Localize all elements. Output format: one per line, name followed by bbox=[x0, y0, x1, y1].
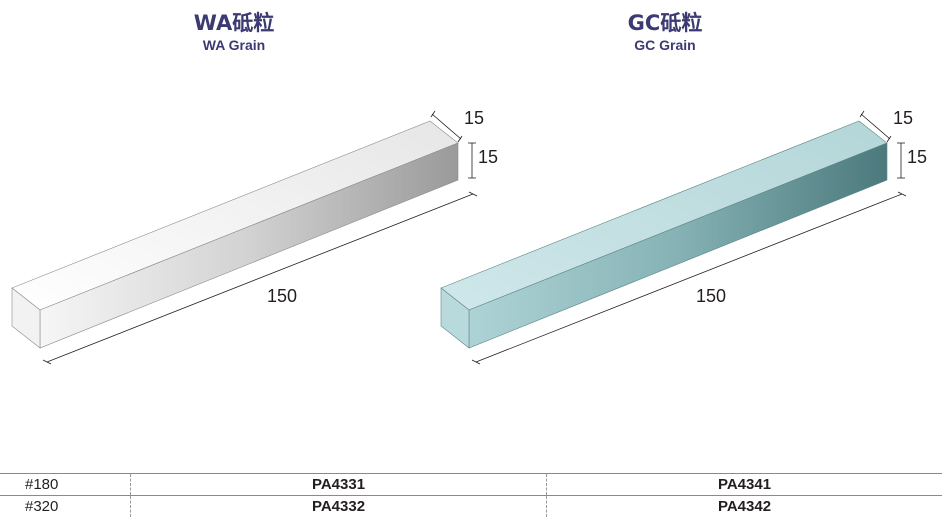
wa-title-jp: WA砥粒 bbox=[193, 11, 275, 35]
table-row: #320 PA4332 PA4342 bbox=[0, 495, 942, 517]
wa-bar bbox=[11, 120, 459, 349]
gc-bar bbox=[440, 120, 888, 349]
wa-bar-top-face bbox=[11, 120, 459, 311]
gc-bar-end-face bbox=[440, 287, 470, 349]
wa-title-en: WA Grain bbox=[202, 37, 266, 53]
gc-bar-top-face bbox=[440, 120, 888, 311]
wa-dimension-lines bbox=[42, 110, 478, 365]
product-illustration: 15 15 150 15 15 150 bbox=[11, 108, 927, 365]
wa-code-cell: PA4331 bbox=[130, 473, 547, 496]
wa-heading: WA砥粒 WA Grain bbox=[149, 11, 319, 54]
gc-dimension-lines bbox=[471, 110, 907, 365]
product-code-table: #180 PA4331 PA4341 #320 PA4332 PA4342 bbox=[0, 473, 942, 517]
table-row: #180 PA4331 PA4341 bbox=[0, 473, 942, 496]
gc-code-cell: PA4342 bbox=[717, 498, 772, 515]
gc-dim-width: 15 bbox=[893, 108, 913, 128]
gc-heading: GC砥粒 GC Grain bbox=[580, 11, 750, 54]
gc-bar-long-face bbox=[468, 142, 888, 349]
wa-dim-width: 15 bbox=[464, 108, 484, 128]
wa-code-cell: PA4332 bbox=[130, 495, 547, 517]
wa-dim-length: 150 bbox=[267, 286, 297, 306]
gc-title-jp: GC砥粒 bbox=[627, 11, 703, 35]
wa-dim-height: 15 bbox=[478, 147, 498, 167]
wa-bar-end-face bbox=[11, 287, 41, 349]
wa-bar-long-face bbox=[39, 142, 459, 349]
grit-cell: #320 bbox=[0, 495, 131, 517]
gc-title-en: GC Grain bbox=[634, 37, 696, 53]
gc-code-cell: PA4341 bbox=[717, 476, 772, 493]
grit-cell: #180 bbox=[0, 473, 131, 496]
gc-dim-height: 15 bbox=[907, 147, 927, 167]
gc-dim-length: 150 bbox=[696, 286, 726, 306]
